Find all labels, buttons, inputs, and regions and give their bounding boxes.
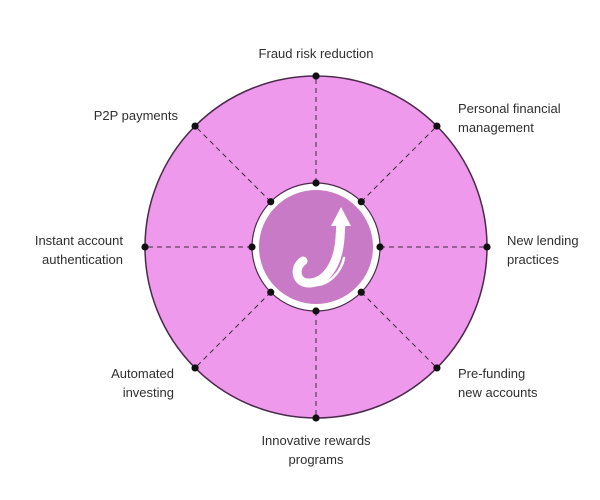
outer-dot [191, 122, 199, 130]
label-instant-account-authentication: Instant account authentication [34, 233, 123, 267]
outer-dot [483, 243, 491, 251]
label-innovative-rewards-programs: Innovative rewards programs [261, 433, 371, 467]
outer-dot [312, 72, 320, 80]
label-p2p-payments: P2P payments [93, 108, 178, 123]
inner-dot [312, 307, 320, 315]
label-personal-financial-management: Personal financial management [458, 101, 561, 135]
outer-dot [433, 364, 441, 372]
label-automated-investing: Automated investing [111, 366, 174, 400]
connector-dots [141, 72, 491, 422]
inner-dot [267, 198, 275, 206]
center-hub [259, 190, 373, 304]
outer-dot [191, 364, 199, 372]
inner-dot [248, 243, 256, 251]
outer-dot [312, 414, 320, 422]
inner-dot [376, 243, 384, 251]
label-pre-funding-new-accounts: Pre-funding new accounts [458, 366, 538, 400]
label-new-lending-practices: New lending practices [507, 233, 579, 267]
inner-dot [312, 179, 320, 187]
outer-dot [433, 122, 441, 130]
curved-up-arrow-icon [292, 207, 351, 288]
inner-dot [357, 288, 365, 296]
inner-dot [357, 198, 365, 206]
inner-dot [267, 288, 275, 296]
label-fraud-risk-reduction: Fraud risk reduction [258, 46, 374, 61]
outer-dot [141, 243, 149, 251]
